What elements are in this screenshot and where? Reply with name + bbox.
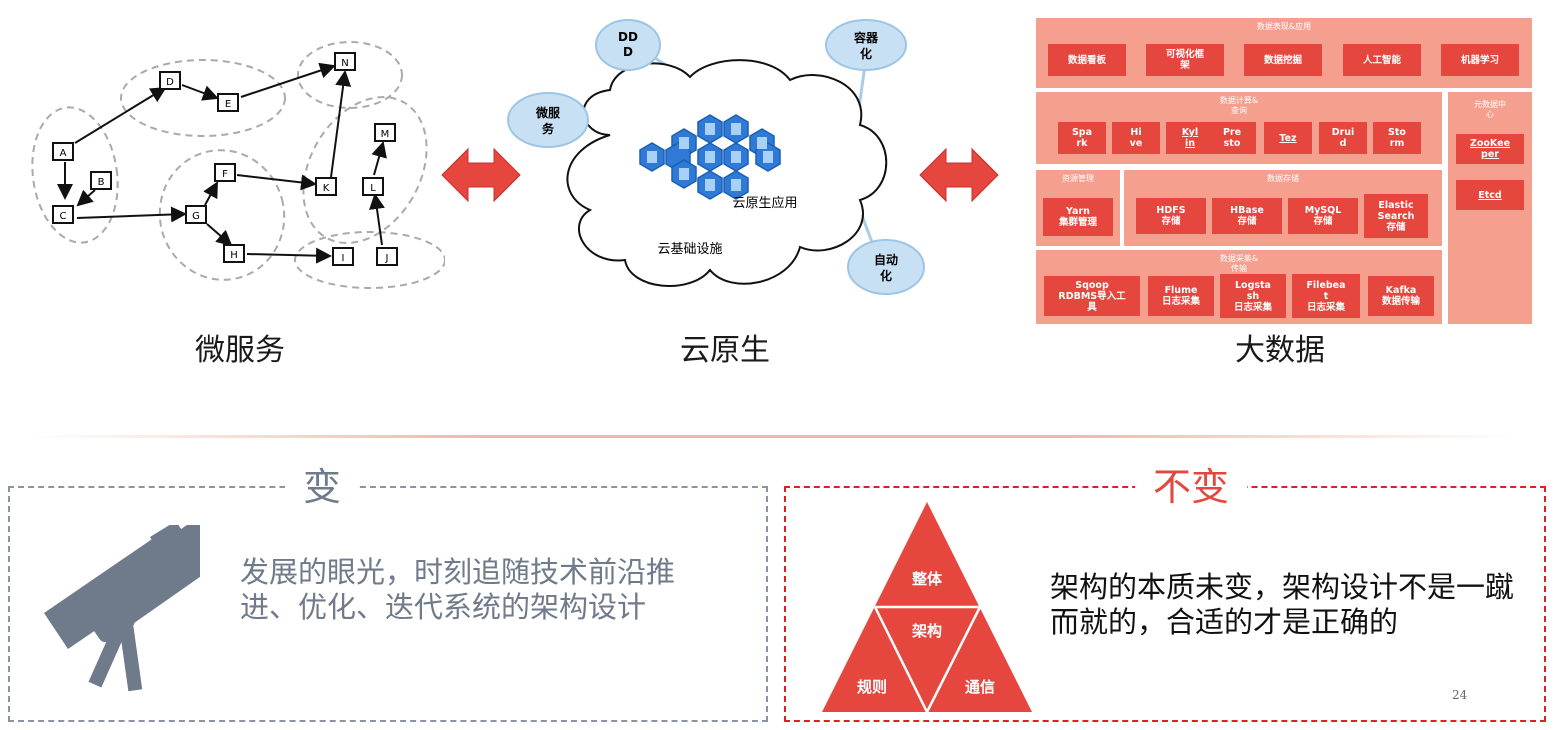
bd-item: 数据看板 [1048, 44, 1126, 76]
change-title: 变 [285, 456, 360, 511]
bd-item: 可视化框 架 [1146, 44, 1224, 76]
bd-storage-section: 数据存储 HDFS 存储 HBase 存储 MySQL 存储 Elastic S… [1124, 170, 1442, 246]
node-h: H [223, 244, 245, 263]
bd-item: 数据挖掘 [1244, 44, 1322, 76]
svg-text:自动: 自动 [874, 252, 898, 267]
microservice-diagram: A B C D E F G H I J K L M N [31, 41, 445, 289]
bd-item: Spa rk [1058, 122, 1106, 154]
page-number: 24 [1452, 688, 1468, 702]
bd-item: HBase 存储 [1212, 198, 1282, 234]
svg-text:D: D [166, 77, 174, 88]
svg-text:I: I [342, 253, 345, 264]
bd-item: Hi ve [1112, 122, 1160, 154]
svg-text:微服: 微服 [535, 105, 561, 120]
bd-item: Kyl in [1166, 122, 1214, 154]
double-arrow-icon-right [919, 147, 999, 203]
bd-item: 人工智能 [1343, 44, 1421, 76]
svg-text:G: G [192, 211, 200, 222]
cloud-infra-label: 云基础设施 [657, 242, 722, 257]
double-arrow-icon [441, 147, 521, 203]
node-n: N [334, 52, 356, 71]
node-j: J [376, 247, 398, 266]
node-f: F [214, 163, 236, 182]
svg-text:A: A [60, 148, 67, 159]
bubble-microservice: 微服务 [507, 92, 589, 148]
bd-item: Yarn 集群管理 [1043, 198, 1113, 236]
cloud-native-title: 云原生 [680, 333, 770, 368]
bd-item: Tez [1264, 122, 1312, 154]
bd-item: HDFS 存储 [1136, 198, 1206, 234]
microservice-title: 微服务 [195, 333, 285, 368]
graph-nodes: A B C D E F G H I J K L M N [52, 52, 398, 266]
node-c: C [52, 205, 74, 224]
triangle-top-label: 整体 [912, 570, 943, 588]
bubble-automation: 自动化 [847, 239, 925, 295]
node-b: B [90, 171, 112, 190]
bubble-ddd: DDD [595, 19, 661, 71]
bd-item: 机器学习 [1441, 44, 1519, 76]
change-box [8, 486, 768, 722]
svg-text:化: 化 [880, 268, 892, 283]
hexagon-cluster [639, 114, 781, 200]
triangle-center-label: 架构 [911, 622, 942, 640]
svg-text:H: H [230, 250, 238, 261]
triangle-right-label: 通信 [965, 678, 995, 696]
svg-text:N: N [341, 58, 348, 69]
svg-text:J: J [385, 253, 389, 264]
svg-text:K: K [323, 183, 330, 194]
architecture-triangle: 整体 架构 规则 通信 [822, 502, 1032, 713]
bd-item: Logsta sh 日志采集 [1220, 274, 1286, 318]
node-g: G [185, 205, 207, 224]
svg-text:容器: 容器 [853, 30, 879, 45]
svg-text:D: D [623, 45, 633, 59]
bd-item: Sto rm [1373, 122, 1421, 154]
bd-item: Flume 日志采集 [1148, 276, 1214, 316]
bd-item: Kafka 数据传输 [1368, 276, 1434, 316]
node-i: I [332, 247, 354, 266]
big-data-diagram: 数据表现&应用 数据看板 可视化框 架 数据挖掘 人工智能 机器学习 数据计算&… [1036, 18, 1532, 324]
bubble-container: 容器化 [825, 19, 907, 71]
constant-text: 架构的本质未变，架构设计不是一蹴而就的，合适的才是正确的 [1050, 570, 1515, 639]
bd-collect-section: 数据采集& 传输 Sqoop RDBMS导入工 具 Flume 日志采集 Log… [1036, 250, 1442, 324]
svg-text:M: M [381, 129, 390, 140]
node-m: M [374, 123, 396, 142]
svg-text:L: L [370, 183, 376, 194]
cloud-app-label: 云原生应用 [732, 195, 797, 211]
bd-item: MySQL 存储 [1288, 198, 1358, 234]
node-l: L [362, 177, 384, 196]
svg-text:B: B [98, 177, 105, 188]
bd-compute-section: 数据计算& 查询 Spa rk Hi ve Kyl in Pre sto Tez… [1036, 92, 1442, 164]
bd-item: ZooKee per [1456, 134, 1524, 164]
cloud-shape [566, 59, 888, 287]
bd-item: Etcd [1456, 180, 1524, 210]
big-data-title: 大数据 [1235, 333, 1325, 368]
node-e: E [217, 93, 239, 112]
cloud-native-diagram: DDD 容器化 微服务 自动化 云原生应用 云基础设施 [507, 19, 925, 295]
svg-text:C: C [60, 211, 67, 222]
divider [30, 435, 1520, 438]
node-k: K [315, 177, 337, 196]
telescope-icon [44, 525, 200, 692]
svg-text:务: 务 [542, 121, 555, 136]
bd-meta-section: 元数据中 心 ZooKee per Etcd [1448, 92, 1532, 324]
svg-text:E: E [225, 99, 231, 110]
bd-resource-section: 资源管理 Yarn 集群管理 [1036, 170, 1120, 246]
svg-text:DD: DD [618, 30, 638, 44]
bd-item: Drui d [1319, 122, 1367, 154]
bd-item: Pre sto [1208, 122, 1256, 154]
constant-title: 不变 [1135, 456, 1248, 511]
bd-display-section: 数据表现&应用 数据看板 可视化框 架 数据挖掘 人工智能 机器学习 [1036, 18, 1532, 88]
bd-item: Sqoop RDBMS导入工 具 [1044, 276, 1140, 316]
change-text: 发展的眼光，时刻追随技术前沿推进、优化、迭代系统的架构设计 [240, 555, 676, 624]
node-a: A [52, 142, 74, 161]
bd-item: Elastic Search 存储 [1364, 194, 1428, 238]
svg-text:F: F [222, 169, 228, 180]
svg-text:化: 化 [860, 46, 872, 61]
triangle-left-label: 规则 [857, 678, 887, 696]
bd-item: Filebea t 日志采集 [1292, 274, 1360, 318]
node-d: D [159, 71, 181, 90]
